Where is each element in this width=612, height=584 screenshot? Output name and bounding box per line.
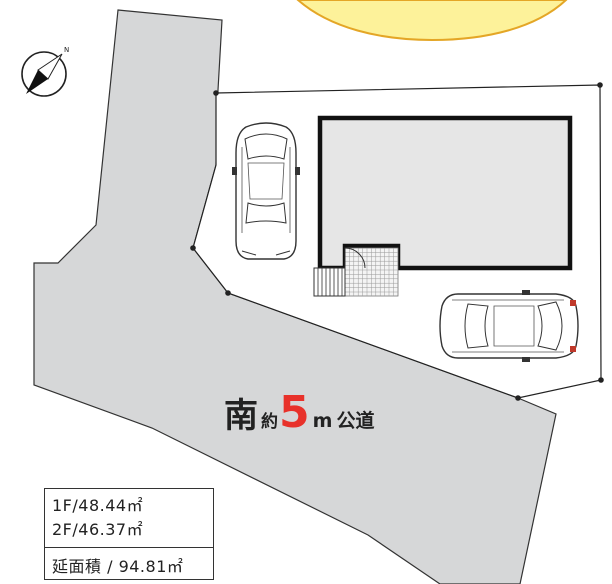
floor-area-box: 1F/48.44㎡ 2F/46.37㎡ 延面積 / 94.81㎡ bbox=[44, 488, 214, 580]
entrance-porch bbox=[344, 247, 399, 297]
total-floor-area: 延面積 / 94.81㎡ bbox=[52, 557, 184, 576]
house-footprint bbox=[317, 115, 573, 271]
callout-bubble bbox=[296, 0, 568, 42]
door-swing bbox=[344, 247, 366, 269]
road-direction: 南 bbox=[224, 396, 258, 436]
area-divider bbox=[45, 547, 213, 548]
road-width: 5 bbox=[279, 387, 310, 438]
svg-text:N: N bbox=[64, 46, 69, 54]
boundary-markers bbox=[190, 82, 604, 401]
car-icon bbox=[439, 290, 579, 362]
floor1-area: 1F/48.44㎡ bbox=[52, 496, 144, 515]
road-type: 公道 bbox=[336, 410, 375, 432]
road-label: 南 約 5 m 公道 bbox=[224, 388, 374, 437]
floor2-area: 2F/46.37㎡ bbox=[52, 520, 144, 539]
car-icon bbox=[232, 122, 300, 260]
road-unit: m bbox=[312, 410, 333, 432]
entrance-steps bbox=[313, 267, 346, 297]
north-compass-icon: N bbox=[21, 46, 69, 97]
road-approx: 約 bbox=[261, 412, 278, 432]
